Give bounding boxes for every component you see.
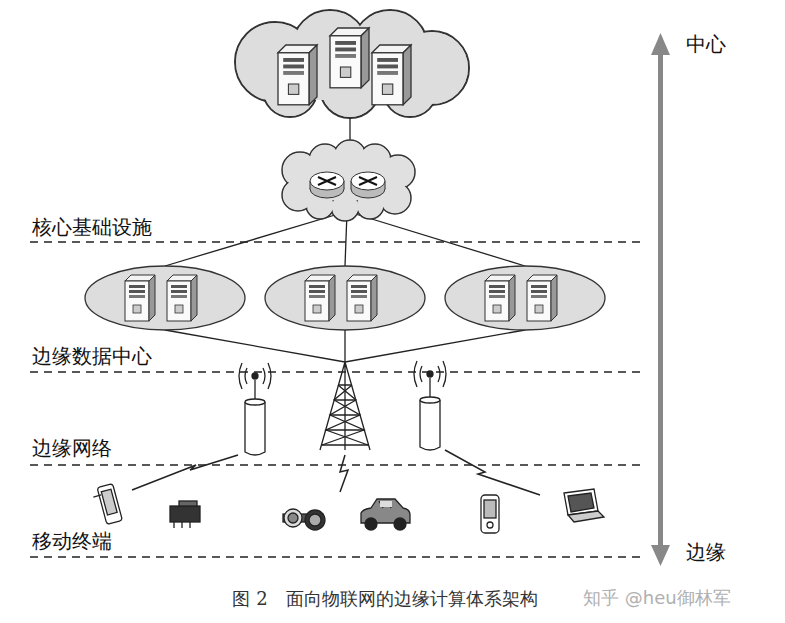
base-stations-part: [429, 378, 430, 397]
base-stations-part: [420, 397, 440, 403]
base-stations-part: [427, 371, 433, 377]
connection-lines-part: [349, 212, 525, 266]
mobile-devices-part-part: [174, 501, 196, 528]
connection-lines-part: [345, 330, 525, 362]
axis-label: 中心: [686, 33, 726, 55]
top-cloud: [235, 10, 469, 118]
router-cloud: [282, 140, 415, 221]
top-cloud-part: [235, 10, 469, 118]
center-edge-axis-part: [651, 545, 670, 566]
layer-label: 移动终端: [32, 530, 112, 552]
edge-data-centers-part: [347, 275, 377, 321]
mobile-devices-part: [361, 499, 410, 530]
mobile-devices-part-part: [97, 484, 122, 525]
edge-data-centers-part: [167, 275, 197, 321]
mobile-devices-part-part: [93, 495, 101, 497]
mobile-devices-part-part: [481, 495, 499, 533]
router-cloud-part: [283, 141, 414, 220]
mobile-devices-part-part: [568, 511, 604, 522]
wireless-links-part: [132, 455, 238, 490]
connection-lines-part: [165, 212, 345, 266]
layer-dividers-part: [30, 241, 640, 243]
center-edge-axis-part: [658, 50, 663, 550]
center-edge-axis-part: [651, 33, 670, 55]
mobile-devices-part-part: [484, 500, 496, 518]
mobile-devices-part-part: [288, 513, 298, 523]
top-cloud-part: [372, 45, 411, 105]
layer-dividers-part: [30, 371, 640, 373]
mobile-devices-part-part: [568, 493, 594, 512]
mobile-devices-part-part: [380, 501, 392, 507]
base-stations-part: [245, 402, 265, 455]
edge-data-centers-part: [485, 275, 515, 321]
edge-data-centers-part: [265, 266, 425, 330]
base-stations-part: [322, 385, 368, 445]
router-cloud-part: [282, 140, 415, 221]
connection-lines-part: [165, 330, 345, 362]
layer-dividers: [30, 242, 640, 557]
edge-data-centers-part: [527, 275, 557, 321]
center-edge-axis: [651, 33, 670, 566]
connection-lines: [165, 118, 525, 362]
layer-label: 核心基础设施: [32, 216, 152, 238]
base-stations-part: [320, 362, 370, 450]
router-cloud-part-part: [300, 165, 395, 200]
base-stations-part: [254, 380, 255, 399]
edge-data-centers: [85, 266, 605, 330]
wireless-links-part: [445, 450, 540, 495]
figure-caption: 图 2 面向物联网的边缘计算体系架构: [232, 589, 537, 609]
wireless-links-part: [340, 455, 348, 492]
router-cloud-part: [351, 172, 385, 198]
mobile-devices-part: [170, 501, 200, 528]
layer-label: 边缘网络: [32, 437, 112, 459]
mobile-devices-part-part: [179, 501, 197, 506]
edge-data-centers-part: [445, 266, 605, 330]
base-stations: [239, 361, 446, 455]
mobile-devices-part-part: [101, 489, 117, 515]
mobile-devices-part: [91, 484, 122, 526]
base-stations-part: [252, 373, 258, 379]
base-stations-part: [239, 363, 271, 389]
edge-data-centers-part: [305, 275, 335, 321]
base-stations-part: [245, 399, 265, 405]
layer-dividers-part: [30, 464, 640, 466]
top-cloud-part: [236, 11, 468, 117]
layer-label: 边缘数据中心: [32, 345, 152, 367]
mobile-devices-part-part: [170, 506, 200, 522]
mobile-devices-part-part: [379, 501, 391, 508]
edge-data-centers-part: [85, 266, 245, 330]
router-cloud-part: [310, 172, 344, 198]
base-stations-part: [322, 385, 368, 445]
mobile-devices: [91, 484, 604, 533]
mobile-devices-part: [283, 509, 325, 530]
connection-lines-part: [344, 330, 345, 362]
layer-dividers-part: [30, 556, 640, 558]
mobile-devices-part: [564, 489, 604, 522]
mobile-devices-part-part: [305, 510, 325, 530]
base-stations-part: [414, 361, 446, 387]
mobile-devices-part-part: [394, 518, 406, 530]
mobile-devices-part-part: [309, 514, 321, 526]
watermark: 知乎 @heu御林军: [583, 588, 731, 608]
mobile-devices-part-part: [487, 522, 493, 528]
base-stations-part: [420, 400, 440, 450]
mobile-devices-part-part: [365, 518, 377, 530]
edge-data-centers-part: [125, 275, 155, 321]
mobile-devices-part: [481, 495, 499, 533]
top-cloud-part: [278, 45, 317, 105]
axis-label: 边缘: [686, 541, 726, 563]
top-cloud-part: [330, 28, 369, 88]
mobile-devices-part-part: [284, 509, 302, 527]
wireless-links: [132, 450, 540, 495]
